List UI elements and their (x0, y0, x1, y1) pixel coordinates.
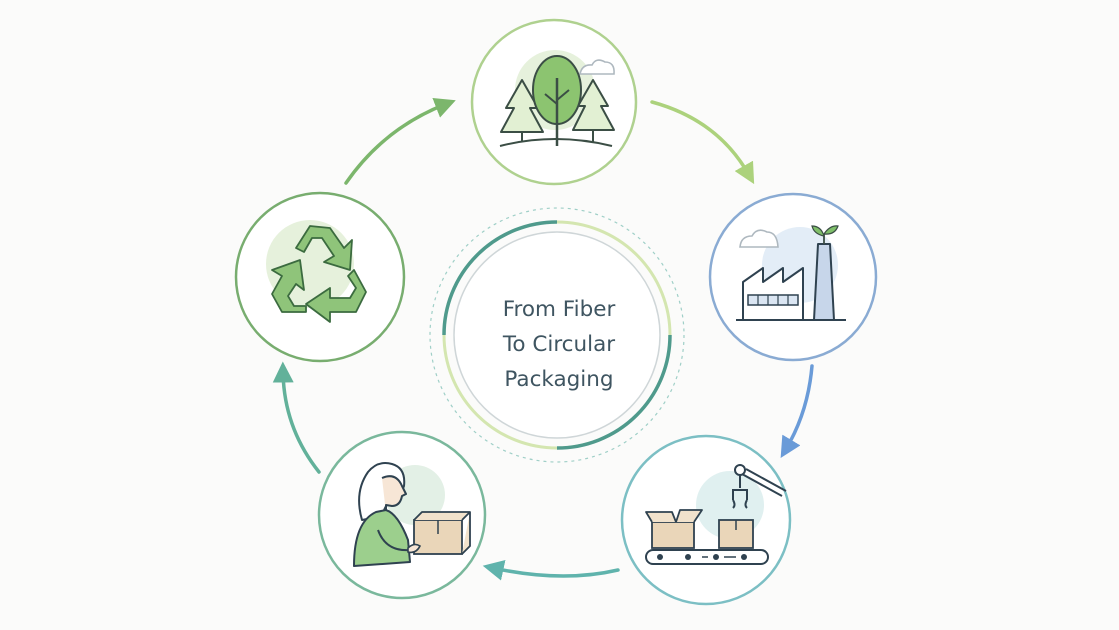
recycle-arrows-icon (266, 220, 367, 323)
paper-mill-factory-icon (736, 225, 846, 321)
center-title: From Fiber To Circular Packaging (459, 292, 659, 397)
arrow-recycling-to-forest (344, 98, 456, 185)
arrow-packaging-line-to-consumer (482, 559, 620, 581)
stage-forest (470, 18, 638, 186)
title-line-1: From Fiber (502, 297, 616, 322)
title-line-3: Packaging (504, 367, 614, 392)
cycle-arrows (272, 98, 814, 581)
person-with-box-icon (353, 462, 471, 567)
arrow-forest-to-factory (650, 100, 755, 185)
conveyor-robot-arm-icon (645, 464, 787, 565)
arrow-consumer-to-recycling (272, 361, 321, 474)
stage-packaging-line (620, 434, 792, 606)
stage-factory (708, 192, 878, 362)
arrow-factory-to-packaging-line (780, 364, 814, 459)
forest-trees-icon (499, 50, 615, 147)
title-line-2: To Circular (502, 332, 616, 357)
stage-recycling (234, 191, 406, 363)
center-hub (429, 207, 685, 463)
stage-consumer (317, 430, 487, 600)
